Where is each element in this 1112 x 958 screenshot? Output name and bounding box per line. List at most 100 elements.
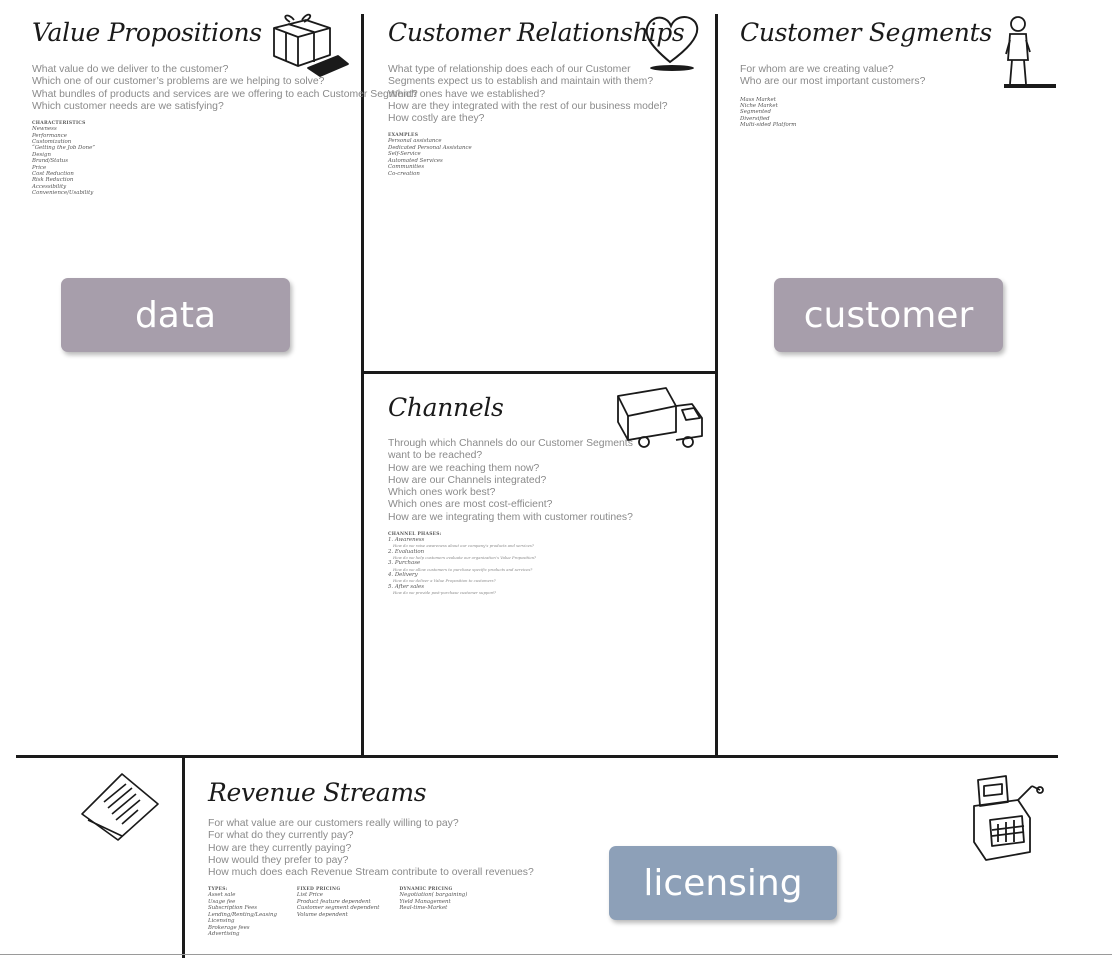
- list-item: Performance: [32, 132, 67, 139]
- list-item: Automated Services: [388, 157, 443, 164]
- channel-phases-list: 1. Awareness How do we raise awareness a…: [388, 537, 710, 595]
- data-label: data: [61, 278, 290, 352]
- question: How are we integrating them with custome…: [388, 511, 633, 523]
- revenue-streams-block: Revenue Streams For what value are our c…: [208, 778, 708, 937]
- list-item: Advertising: [208, 930, 240, 937]
- question: What bundles of products and services ar…: [32, 88, 418, 100]
- customer-label: customer: [774, 278, 1003, 352]
- fixed-pricing-column: FIXED PRICING List Price Product feature…: [297, 887, 379, 937]
- customer-segments-questions: For whom are we creating value? Who are …: [740, 64, 1000, 89]
- question: What value do we deliver to the customer…: [32, 64, 229, 75]
- channels-title: Channels: [388, 393, 504, 422]
- list-item: Product feature dependent: [296, 898, 371, 905]
- list-item: Segmented: [740, 109, 771, 116]
- question: Through which Channels do our Customer S…: [388, 438, 633, 449]
- segments-list: Mass Market Niche Market Segmented Diver…: [740, 97, 1000, 129]
- divider-left: [361, 14, 364, 755]
- list-item: Brokerage fees: [208, 924, 250, 931]
- phase-label: 3. Purchase: [388, 560, 421, 567]
- question: For whom are we creating value?: [740, 64, 894, 75]
- licensing-label: licensing: [609, 846, 837, 920]
- list-item: Customer segment dependent: [296, 905, 380, 912]
- divider-right: [715, 14, 718, 755]
- phase-label: 4. Delivery: [388, 571, 418, 578]
- customer-relationships-questions: What type of relationship does each of o…: [388, 64, 710, 125]
- question: Segments expect us to establish and main…: [388, 76, 654, 88]
- list-item: Self-Service: [388, 151, 421, 158]
- types-list: Asset sale Usage fee Subscription Fees L…: [208, 892, 277, 937]
- list-item: Convenience/Usability: [32, 190, 94, 197]
- types-column: TYPES: Asset sale Usage fee Subscription…: [208, 887, 277, 937]
- characteristics-header: CHARACTERISTICS: [32, 121, 86, 127]
- question: Who are our most important customers?: [740, 76, 926, 88]
- question: How are our Channels integrated?: [388, 474, 547, 486]
- question: How much does each Revenue Stream contri…: [208, 867, 534, 879]
- list-item: Diversified: [740, 115, 770, 122]
- customer-segments-block: Customer Segments For whom are we creati…: [740, 18, 1000, 129]
- cash-register-icon: [973, 775, 1044, 861]
- revenue-streams-questions: For what value are our customers really …: [208, 818, 708, 879]
- question: How costly are they?: [388, 113, 485, 125]
- list-item: Risk Reduction: [32, 177, 74, 184]
- revenue-streams-title: Revenue Streams: [208, 778, 427, 807]
- characteristics-list: Newness Performance Customization “Getti…: [32, 126, 357, 196]
- list-item: Lending/Renting/Leasing: [208, 911, 277, 918]
- question: Which ones have we established?: [388, 88, 546, 100]
- list-item: Co-creation: [388, 170, 420, 177]
- heart-icon: [645, 16, 699, 71]
- phase-label: 1. Awareness: [388, 537, 425, 544]
- person-icon: [1004, 16, 1056, 88]
- list-item: Newness: [32, 126, 57, 133]
- list-item: “Getting the Job Done”: [32, 145, 96, 152]
- list-item: Volume dependent: [296, 911, 348, 918]
- list-item: Real-time-Market: [399, 905, 448, 912]
- customer-relationships-title: Customer Relationships: [388, 18, 685, 47]
- channel-phases-header: CHANNEL PHASES:: [388, 532, 442, 538]
- list-item: Design: [32, 151, 51, 158]
- fixed-pricing-list: List Price Product feature dependent Cus…: [297, 892, 379, 918]
- bottom-edge: [0, 954, 1112, 955]
- list-item: Multi-sided Platform: [740, 122, 797, 129]
- examples-header: EXAMPLES: [388, 133, 419, 139]
- divider-middle: [364, 371, 715, 374]
- list-item: Niche Market: [740, 103, 778, 109]
- question: Which customer needs are we satisfying?: [32, 100, 224, 112]
- question: want to be reached?: [388, 450, 483, 462]
- channels-questions: Through which Channels do our Customer S…: [388, 438, 710, 524]
- list-item: Customization: [32, 139, 72, 145]
- phase-desc: How do we provide post-purchase customer…: [393, 589, 496, 595]
- question: Which ones work best?: [388, 487, 496, 499]
- phase-desc: How do we deliver a Value Proposition to…: [393, 578, 496, 584]
- phase-desc: How do we help customers evaluate our or…: [393, 555, 537, 561]
- list-item: List Price: [296, 892, 323, 899]
- phase-desc: How do we raise awareness about our comp…: [393, 543, 534, 549]
- question: For what value are our customers really …: [208, 818, 459, 829]
- dynamic-pricing-list: Negotiation( bargaining) Yield Managemen…: [399, 892, 467, 911]
- list-item: Price: [32, 164, 47, 171]
- customer-relationships-block: Customer Relationships What type of rela…: [388, 18, 710, 177]
- phase-label: 5. After sales: [388, 583, 424, 590]
- list-item: Cost Reduction: [32, 171, 74, 178]
- question: How are they integrated with the rest of…: [388, 100, 668, 112]
- question: What type of relationship does each of o…: [388, 64, 631, 75]
- divider-bottom: [16, 755, 1058, 758]
- question: Which ones are most cost-efficient?: [388, 499, 553, 511]
- divider-revenue: [182, 758, 185, 958]
- value-propositions-questions: What value do we deliver to the customer…: [32, 64, 418, 113]
- question: How are they currently paying?: [208, 842, 352, 854]
- truck-icon: [617, 387, 703, 448]
- list-item: Usage fee: [208, 898, 236, 905]
- list-item: Asset sale: [208, 892, 236, 899]
- value-propositions-title: Value Propositions: [32, 18, 262, 47]
- list-item: Mass Market: [740, 96, 776, 103]
- question: For what do they currently pay?: [208, 830, 354, 842]
- column-header: TYPES:: [208, 887, 228, 893]
- list-item: Personal assistance: [388, 138, 442, 145]
- dynamic-pricing-column: DYNAMIC PRICING Negotiation( bargaining)…: [399, 887, 467, 937]
- channels-block: Channels Through which Channels do our C…: [388, 393, 710, 595]
- list-item: Licensing: [208, 918, 235, 925]
- column-header: DYNAMIC PRICING: [399, 887, 453, 893]
- phase-desc: How do we allow customers to purchase sp…: [393, 566, 533, 572]
- column-header: FIXED PRICING: [296, 887, 341, 893]
- list-item: Accessibility: [32, 183, 67, 190]
